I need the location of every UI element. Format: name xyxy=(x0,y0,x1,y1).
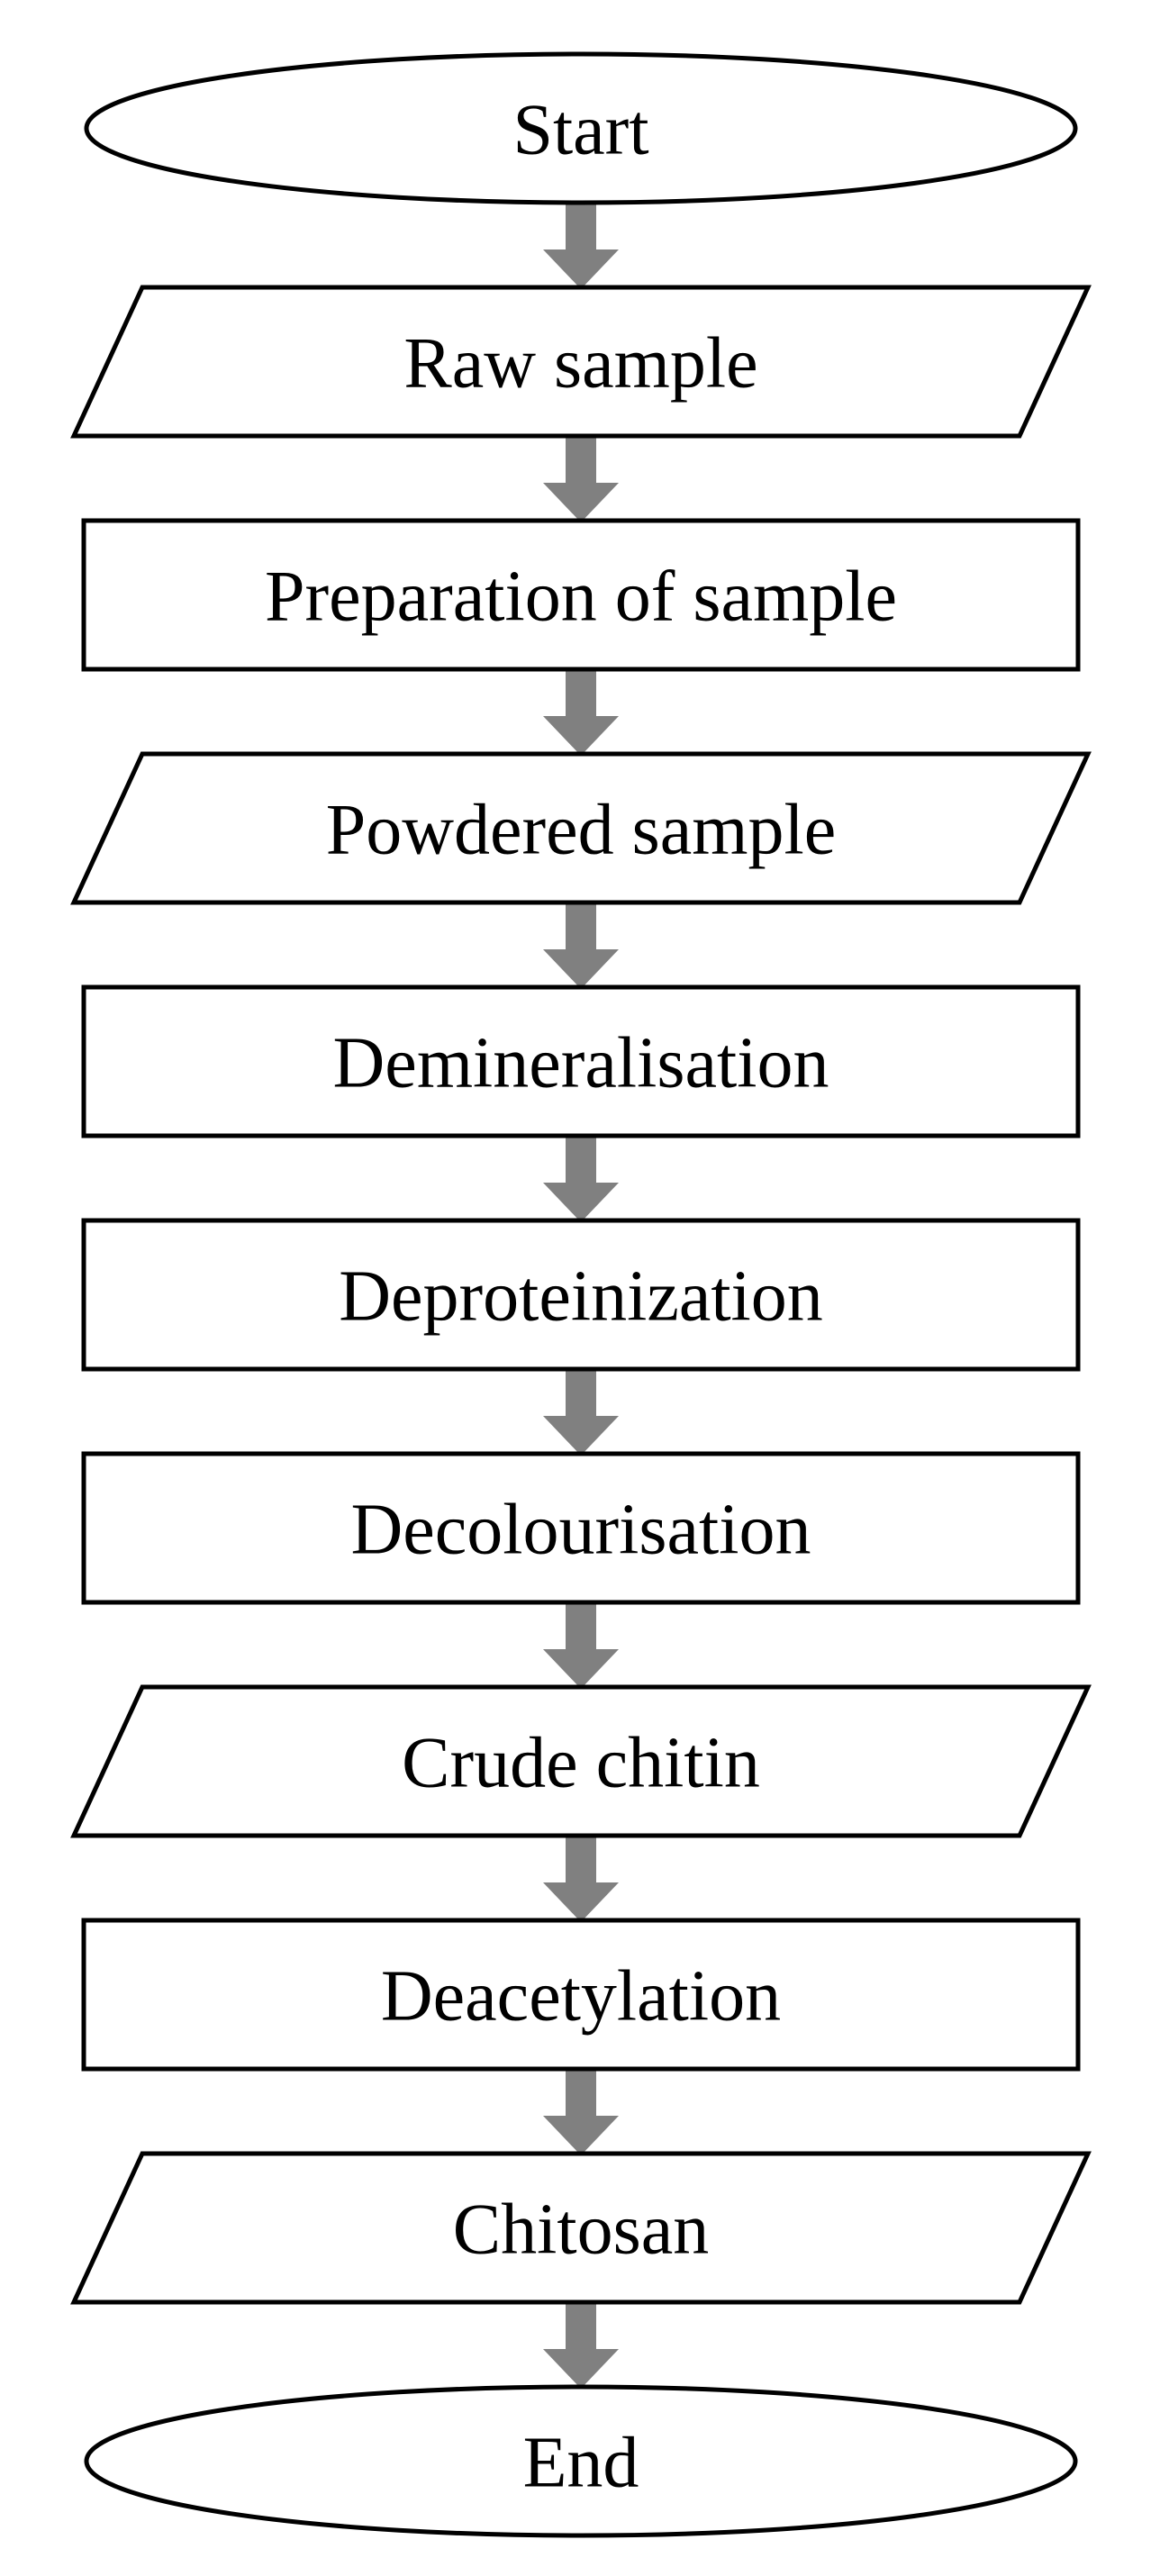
node-crude-chitin: Crude chitin xyxy=(70,1684,1092,1838)
node-deacetylation: Deacetylation xyxy=(81,1918,1081,2072)
node-label: Demineralisation xyxy=(333,1024,829,1103)
node-label: End xyxy=(523,2424,639,2503)
node-preparation-of-sample: Preparation of sample xyxy=(81,518,1081,672)
data-parallelogram xyxy=(70,2151,1092,2305)
node-demineralisation: Demineralisation xyxy=(81,984,1081,1138)
terminal-ellipse xyxy=(84,2384,1078,2538)
node-start: Start xyxy=(84,51,1078,205)
arrow-deproteinization-to-decolourisation xyxy=(543,1367,619,1456)
arrow-demineralisation-to-deproteinization xyxy=(543,1134,619,1222)
terminal-ellipse xyxy=(84,51,1078,205)
edges-layer xyxy=(543,201,619,2389)
arrow-preparation-of-sample-to-powdered-sample xyxy=(543,667,619,756)
process-box xyxy=(81,1451,1081,1605)
process-box xyxy=(81,984,1081,1138)
arrow-chitosan-to-end xyxy=(543,2300,619,2389)
process-box xyxy=(81,1218,1081,1372)
process-box xyxy=(81,1918,1081,2072)
node-label: Crude chitin xyxy=(402,1724,760,1803)
data-parallelogram xyxy=(70,751,1092,905)
node-label: Chitosan xyxy=(453,2191,709,2270)
node-label: Preparation of sample xyxy=(265,558,897,637)
node-powdered-sample: Powdered sample xyxy=(70,751,1092,905)
node-deproteinization: Deproteinization xyxy=(81,1218,1081,1372)
arrow-crude-chitin-to-deacetylation xyxy=(543,1834,619,1922)
data-parallelogram xyxy=(70,1684,1092,1838)
node-label: Raw sample xyxy=(403,324,757,404)
node-label: Deacetylation xyxy=(381,1957,781,2036)
arrow-decolourisation-to-crude-chitin xyxy=(543,1601,619,1689)
node-decolourisation: Decolourisation xyxy=(81,1451,1081,1605)
arrow-powdered-sample-to-demineralisation xyxy=(543,901,619,989)
node-label: Powdered sample xyxy=(326,791,837,870)
node-label: Deproteinization xyxy=(339,1257,823,1337)
node-chitosan: Chitosan xyxy=(70,2151,1092,2305)
arrow-start-to-raw-sample xyxy=(543,201,619,289)
process-box xyxy=(81,518,1081,672)
arrow-deacetylation-to-chitosan xyxy=(543,2067,619,2155)
node-raw-sample: Raw sample xyxy=(70,285,1092,439)
node-label: Decolourisation xyxy=(351,1491,811,1570)
arrow-raw-sample-to-preparation-of-sample xyxy=(543,434,619,522)
node-label: Start xyxy=(512,91,648,170)
node-end: End xyxy=(84,2384,1078,2538)
data-parallelogram xyxy=(70,285,1092,439)
